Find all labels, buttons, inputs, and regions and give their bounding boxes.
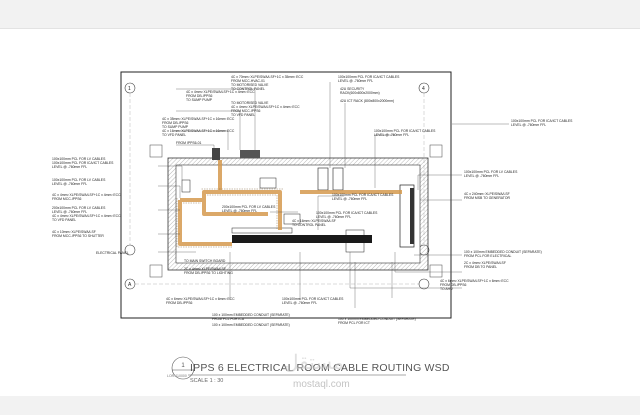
note-a52: 100 x 100mm EMBEDDED CONDUIT (SEPARATE) [464,250,542,254]
cable-trench-outline [176,188,283,248]
note-a62: LEVEL @ -760mm FFL [282,301,317,305]
room-walls [149,144,443,278]
main-switchboard-bar [232,235,372,243]
detail-number: 1 [181,363,185,369]
note-a32: ELECTRICAL PANEL [96,251,129,255]
note-a04: RACK(600x800x2000mm) [340,91,380,95]
note-a36: 2C x 4mm² XLPE/SWA/LSF [184,267,226,271]
note-a27: 4C x 35mm² XLPE/SWA/LSF+1C x 16mm² ECC [162,117,235,121]
bottom-annotations: 4C x 6mm² XLPE/SWA/LSF+1C x 6mm² ECC FRO… [166,297,416,327]
grid-bubbles [124,82,430,290]
note-a26: LEVEL @ -760mm FFL [52,210,87,214]
viewer-top-bar [0,0,640,29]
note-a24: TO VFD PANEL [231,113,255,117]
right-annotations: 100x100mm PCL FOR ICA/ICT CABLES LEVEL @… [440,119,573,291]
note-a39: LEVEL @ -760mm FFL [332,197,367,201]
note-a61: 100x100mm PCL FOR ICA/ICT CABLES [282,297,344,301]
drawing-title: IPPS 6 ELECTRICAL ROOM CABLE ROUTING WSD [190,362,450,374]
note-a25: 200x100mm PCL FOR LV CABLES [52,206,106,210]
note-a09: TO CONTROL PANEL [231,87,265,91]
grid-label-1: 1 [128,86,131,92]
note-a47: LEVEL @ -760mm FFL [464,174,499,178]
note-a41: LEVEL @ -760mm FFL [222,209,257,213]
note-a66: 100x100mm PCL FOR ICA/ICT CABLES [511,119,573,123]
note-a44: 4C x 4mm² XLPE/SWA/LSF+1C x 4mm² ECC [52,193,121,197]
note-a05: 42U ICT RACK (800x800x2000mm) [340,99,394,103]
note-a64: 100 x 100mm EMBEDDED CONDUIT (SEPARATE) [338,317,416,321]
note-a53: FROM PCL FOR ELECTRICAL [464,254,511,258]
left-annotations: 4C x 70mm² XLPE/SWA/LSF+1C x 35mm² ECC F… [52,75,304,275]
note-a42: 100x100mm PCL FOR ICA/ICT CABLES [316,211,378,215]
note-a38: 100x100mm PCL FOR ICA/ICT CABLES [332,193,394,197]
leader-lines [158,82,509,308]
cable-trench [178,160,402,246]
grid-label-4: 4 [422,86,425,92]
note-a06: 4C x 70mm² XLPE/SWA/LSF+1C x 35mm² ECC [231,75,304,79]
note-a50: 4C x 6mm² XLPE/SWA/LSF+1C x 6mm² ECC [166,297,235,301]
note-a57: FROM DB-IPPS6 [440,283,466,287]
detail-reference: LOR-110000 [167,374,187,378]
note-a59: 100 x 100mm EMBEDDED CONDUIT (SEPARATE) [212,313,290,317]
note-a33: 4C x 16mm² XLPE/SWA/LSF+1C x 16mm² ECC [162,129,235,133]
note-a03: 42U SECURITY [340,87,365,91]
viewer-bottom-bar [0,396,640,415]
note-a35: TO MAIN SWITCH BOARD [184,259,226,263]
note-a51: FROM DB-IPPS6 [166,301,192,305]
note-a49: FROM MSB TO GENERATOR [464,196,510,200]
note-a34: TO VFD PANEL [162,133,186,137]
note-a40: 200x100mm PCL FOR LV CABLES [222,205,276,209]
note-a67: LEVEL @ -760mm FFL [511,123,546,127]
note-a30: 4C x 10mm² XLPE/SWA/LSF [52,230,96,234]
note-a29: TO SUMP PUMP [162,125,189,129]
equipment [181,148,415,253]
note-a01: 100x100mm PCL FOR ICA/ICT CABLES [338,75,400,79]
note-a31: FROM MCC-IPPS6 TO SHUTTER [52,234,104,238]
note-a18: 100x100mm PCL FOR ICA/ICT CABLES [52,161,114,165]
title-block-graphics [171,356,406,380]
note-a37: FROM DB-IPPS6 TO LIGHTING [184,271,233,275]
center-annotations: 100x100mm PCL FOR ICA/ICT CABLES LEVEL @… [222,75,436,227]
note-a17: 100x100mm PCL FOR LV CABLES [52,157,106,161]
note-a70: 4C x 16mm² XLPE/SWA/LSF [292,219,336,223]
note-a19: LEVEL @ -760mm FFL [52,165,87,169]
grid-label-a: A [128,282,132,288]
watermark-latin: mostaql.com [293,379,350,390]
note-a55: FROM DB TO PANEL [464,265,497,269]
note-a16: LEVEL @ -760mm FFL [374,133,409,137]
note-a21: LEVEL @ -760mm FFL [52,182,87,186]
note-a14: FROM IPPS6-01 [176,141,202,145]
note-a12: TO SUMP PUMP [186,98,213,102]
note-a71: TO CONTROL PANEL [292,223,326,227]
note-a58: TO AHU [440,287,453,291]
note-a13: TO MOTORISED VALVE [231,101,269,105]
note-a45: FROM MCC-IPPS6 [52,197,82,201]
note-a60: FROM PCL FOR ICA [212,317,245,321]
note-a20: 100x100mm PCL FOR LV CABLES [52,178,106,182]
note-a63: 100 x 100mm EMBEDDED CONDUIT (SEPARATE) [212,323,290,327]
note-a56: 4C x 6mm² XLPE/SWA/LSF+1C x 6mm² ECC [440,279,509,283]
note-a68: 4C x 4mm² XLPE/SWA/LSF+1C x 4mm² ECC [52,214,121,218]
note-a02: LEVEL @ -760mm FFL [338,79,373,83]
drawing-frame [120,71,452,319]
note-a54: 2C x 4mm² XLPE/SWA/LSF [464,261,506,265]
note-a07: FROM MCC-HVAC-01 [231,79,265,83]
note-a23: FROM MCC-IPPS6 [231,109,261,113]
note-a46: 100x100mm PCL FOR LV CABLES [464,170,518,174]
note-a22: 4C x 4mm² XLPE/SWA/LSF+1C x 4mm² ECC [231,105,300,109]
note-a48: 4C x 240mm² XLPE/SWA/LSF [464,192,510,196]
note-a10: 4C x 4mm² XLPE/SWA/LSF+1C x 4mm² ECC [186,90,255,94]
note-a15: 100x100mm PCL FOR ICA/ICT CABLES [374,129,436,133]
note-a08: TO MOTORISED VALVE [231,83,269,87]
note-a43: LEVEL @ -760mm FFL [316,215,351,219]
note-a11: FROM DB-IPPS6 [186,94,212,98]
drawing-scale: SCALE 1 : 30 [190,378,224,384]
note-a28: FROM DB-IPPS6 [162,121,188,125]
note-a65: FROM PCL FOR ICT [338,321,370,325]
note-a69: TO VFD PANEL [52,218,76,222]
watermark-arabic: مستقل [284,352,344,374]
